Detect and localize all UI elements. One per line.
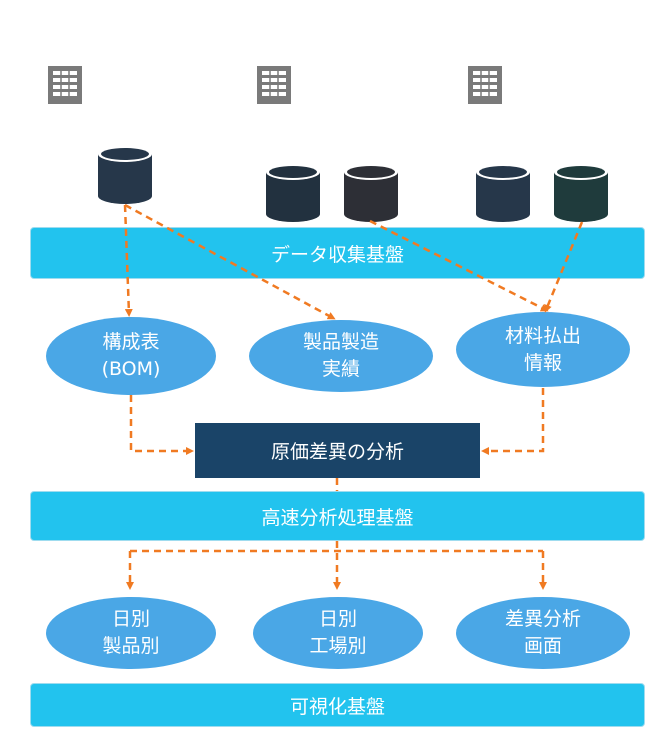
bom-line-1: 構成表 xyxy=(102,331,160,353)
database-cylinder-icon xyxy=(344,164,398,222)
material-issue-line-1: 材料払出 xyxy=(504,324,581,347)
daily-by-factory-line-2: 工場別 xyxy=(309,635,367,657)
variance-screen-line-2: 画面 xyxy=(523,635,562,657)
arrow-db5-to-material xyxy=(544,221,584,313)
visualization-platform-bar: 可視化基盤 xyxy=(30,683,645,727)
variance-screen-node: 差異分析 画面 xyxy=(456,597,630,669)
high-speed-analysis-label: 高速分析処理基盤 xyxy=(261,506,414,529)
variance-screen-line-1: 差異分析 xyxy=(504,608,581,630)
data-collection-platform-bar: データ収集基盤 xyxy=(30,227,645,279)
production-results-line-2: 実績 xyxy=(321,358,360,380)
bom-node: 構成表 (BOM) xyxy=(46,317,216,395)
database-cylinder-icon xyxy=(266,164,320,222)
daily-by-product-line-2: 製品別 xyxy=(102,635,160,657)
cost-variance-analysis-label: 原価差異の分析 xyxy=(270,441,404,463)
production-results-node: 製品製造 実績 xyxy=(249,320,433,392)
production-results-line-1: 製品製造 xyxy=(302,331,379,353)
database-cylinder-icon xyxy=(476,164,530,222)
high-speed-analysis-platform-bar: 高速分析処理基盤 xyxy=(30,491,645,541)
database-cylinder-icon xyxy=(98,146,152,204)
arrow-material-to-analysis xyxy=(481,388,545,455)
bom-line-2: (BOM) xyxy=(101,358,161,380)
material-issue-node: 材料払出 情報 xyxy=(456,312,630,387)
daily-by-factory-line-1: 日別 xyxy=(318,608,357,630)
daily-by-product-node: 日別 製品別 xyxy=(46,597,216,669)
server-rack-icon xyxy=(48,66,82,104)
cost-variance-analysis-box: 原価差異の分析 xyxy=(195,423,480,478)
arrow-bom-to-analysis xyxy=(129,395,194,455)
material-issue-line-2: 情報 xyxy=(523,351,562,374)
arrow-db-to-bom xyxy=(123,204,133,317)
daily-by-product-line-1: 日別 xyxy=(111,608,150,630)
daily-by-factory-node: 日別 工場別 xyxy=(253,597,423,669)
visualization-label: 可視化基盤 xyxy=(289,695,385,718)
data-collection-label: データ収集基盤 xyxy=(270,243,404,266)
server-rack-icon xyxy=(257,66,291,104)
arrow-db-to-production xyxy=(124,203,336,320)
database-cylinder-icon xyxy=(554,164,608,222)
arrow-db-to-material xyxy=(369,219,549,312)
server-rack-icon xyxy=(468,66,502,104)
